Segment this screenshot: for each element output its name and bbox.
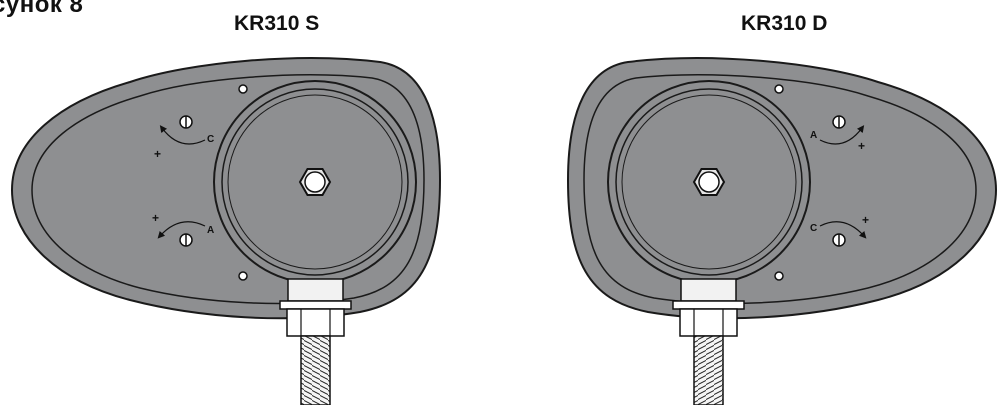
threaded-stem-right xyxy=(693,335,724,405)
adjuster-sign-label: + xyxy=(154,147,161,161)
center-nut-bore-right xyxy=(698,171,720,193)
adjuster-a-right xyxy=(819,115,865,145)
adjuster-letter-label-right-bottom: C xyxy=(810,223,817,234)
mounting-hole-left-bottom xyxy=(238,271,248,281)
mount-neck-right xyxy=(680,278,737,302)
adjuster-sign-label-right-top: + xyxy=(858,139,865,153)
adjuster-c-right xyxy=(819,221,867,247)
model-title-right: KR310 D xyxy=(741,12,828,35)
adjuster-a-left: A + xyxy=(152,211,214,247)
mount-neck-left xyxy=(287,278,344,302)
mount-nut-left xyxy=(286,308,345,337)
threaded-stem-left xyxy=(300,335,331,405)
mounting-hole-left-top xyxy=(238,84,248,94)
adjuster-sign-label: + xyxy=(152,211,159,225)
mounting-hole-right-top xyxy=(774,84,784,94)
model-title-left: KR310 S xyxy=(234,12,320,35)
rotation-arrow-icon xyxy=(819,221,867,239)
figure-label: сунок 8 xyxy=(0,0,84,18)
adjuster-c-left: C + xyxy=(154,115,214,161)
center-nut-bore-left xyxy=(304,171,326,193)
mount-washer-left xyxy=(279,300,352,310)
unit-kr310-s: C + A + xyxy=(10,57,442,405)
unit-kr310-d xyxy=(566,57,998,405)
housing-gasket-left xyxy=(31,74,425,305)
adjuster-letter-label: C xyxy=(207,134,214,145)
rotation-arrow-icon xyxy=(157,221,206,239)
adjuster-letter-label: A xyxy=(207,225,214,236)
adjuster-sign-label-right-bottom: + xyxy=(862,213,869,227)
mounting-hole-right-bottom xyxy=(774,271,784,281)
mount-nut-right xyxy=(679,308,738,337)
adjuster-letter-label-right-top: A xyxy=(810,130,817,141)
rotation-arrow-icon xyxy=(159,125,206,145)
mount-washer-right xyxy=(672,300,745,310)
rotation-arrow-icon xyxy=(819,125,865,145)
housing-gasket-right xyxy=(583,74,977,305)
